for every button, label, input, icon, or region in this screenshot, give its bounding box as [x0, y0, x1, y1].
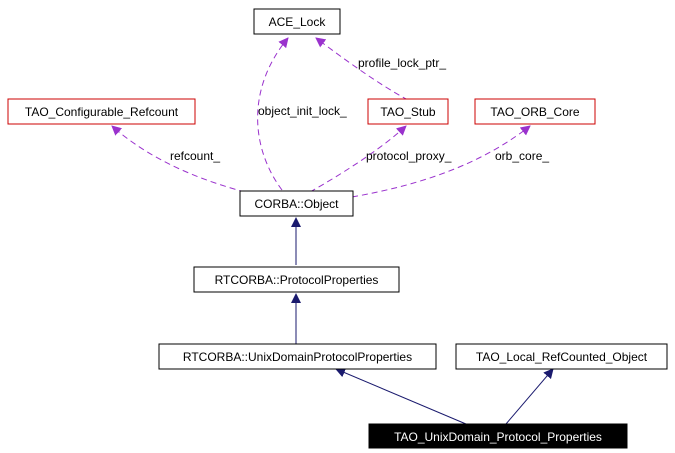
node-corba-object[interactable]: CORBA::Object — [239, 190, 354, 217]
node-ace-lock[interactable]: ACE_Lock — [253, 8, 341, 35]
usage-edges — [111, 37, 531, 198]
edge-object-to-orb-core — [351, 125, 531, 198]
node-label: CORBA::Object — [254, 197, 339, 211]
node-label: RTCORBA::ProtocolProperties — [215, 273, 379, 287]
node-label: TAO_ORB_Core — [490, 105, 579, 119]
edge-label-protocol-proxy: protocol_proxy_ — [366, 149, 452, 163]
node-label: TAO_Local_RefCounted_Object — [476, 350, 648, 364]
edge-label-refcount: refcount_ — [170, 149, 220, 163]
edge-stub-to-ace-lock — [315, 37, 409, 101]
node-label: TAO_Stub — [380, 105, 435, 119]
node-tao-stub[interactable]: TAO_Stub — [367, 98, 449, 125]
node-label: TAO_Configurable_Refcount — [25, 105, 179, 119]
node-label: RTCORBA::UnixDomainProtocolProperties — [183, 350, 412, 364]
inheritance-edges — [291, 217, 554, 425]
node-tao-unixdomain-protocol-properties[interactable]: TAO_UnixDomain_Protocol_Properties — [368, 423, 628, 449]
node-tao-orb-core[interactable]: TAO_ORB_Core — [474, 98, 596, 125]
edge-label-profile-lock-ptr: profile_lock_ptr_ — [358, 56, 446, 70]
node-tao-configurable-refcount[interactable]: TAO_Configurable_Refcount — [7, 98, 196, 125]
edge-tao-unixdomain-to-local-refcounted — [505, 368, 554, 425]
edge-object-to-ace-lock — [257, 37, 289, 191]
edge-tao-unixdomain-to-rtcorba-unixdomain — [335, 367, 467, 425]
node-label: TAO_UnixDomain_Protocol_Properties — [394, 430, 602, 444]
edge-object-to-refcount — [111, 125, 246, 193]
edge-label-orb-core: orb_core_ — [495, 149, 549, 163]
edge-object-to-stub — [309, 125, 407, 193]
edge-label-object-init-lock: object_init_lock_ — [258, 104, 347, 118]
node-tao-local-refcounted-object[interactable]: TAO_Local_RefCounted_Object — [455, 343, 668, 370]
node-rtcorba-protocol-properties[interactable]: RTCORBA::ProtocolProperties — [193, 266, 400, 293]
node-label: ACE_Lock — [269, 15, 327, 29]
node-rtcorba-unix-domain-protocol-properties[interactable]: RTCORBA::UnixDomainProtocolProperties — [158, 343, 437, 370]
